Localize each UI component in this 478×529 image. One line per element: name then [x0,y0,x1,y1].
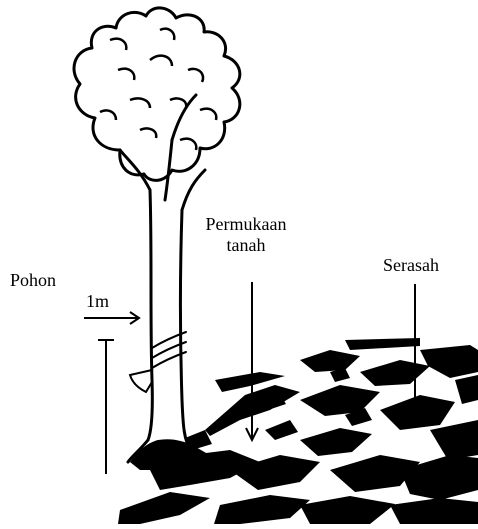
label-scale: 1m [86,291,109,312]
label-litter: Serasah [383,255,439,276]
label-soil-surface-line1: Permukaan [200,214,292,235]
label-tree: Pohon [10,270,56,291]
scale-bar-vertical [98,340,114,474]
ground-litter-layer [118,335,478,524]
label-soil-surface: Permukaan tanah [200,214,292,255]
tree-canopy [74,8,240,180]
scale-arrow-horizontal [84,312,139,324]
label-soil-surface-line2: tanah [200,235,292,256]
